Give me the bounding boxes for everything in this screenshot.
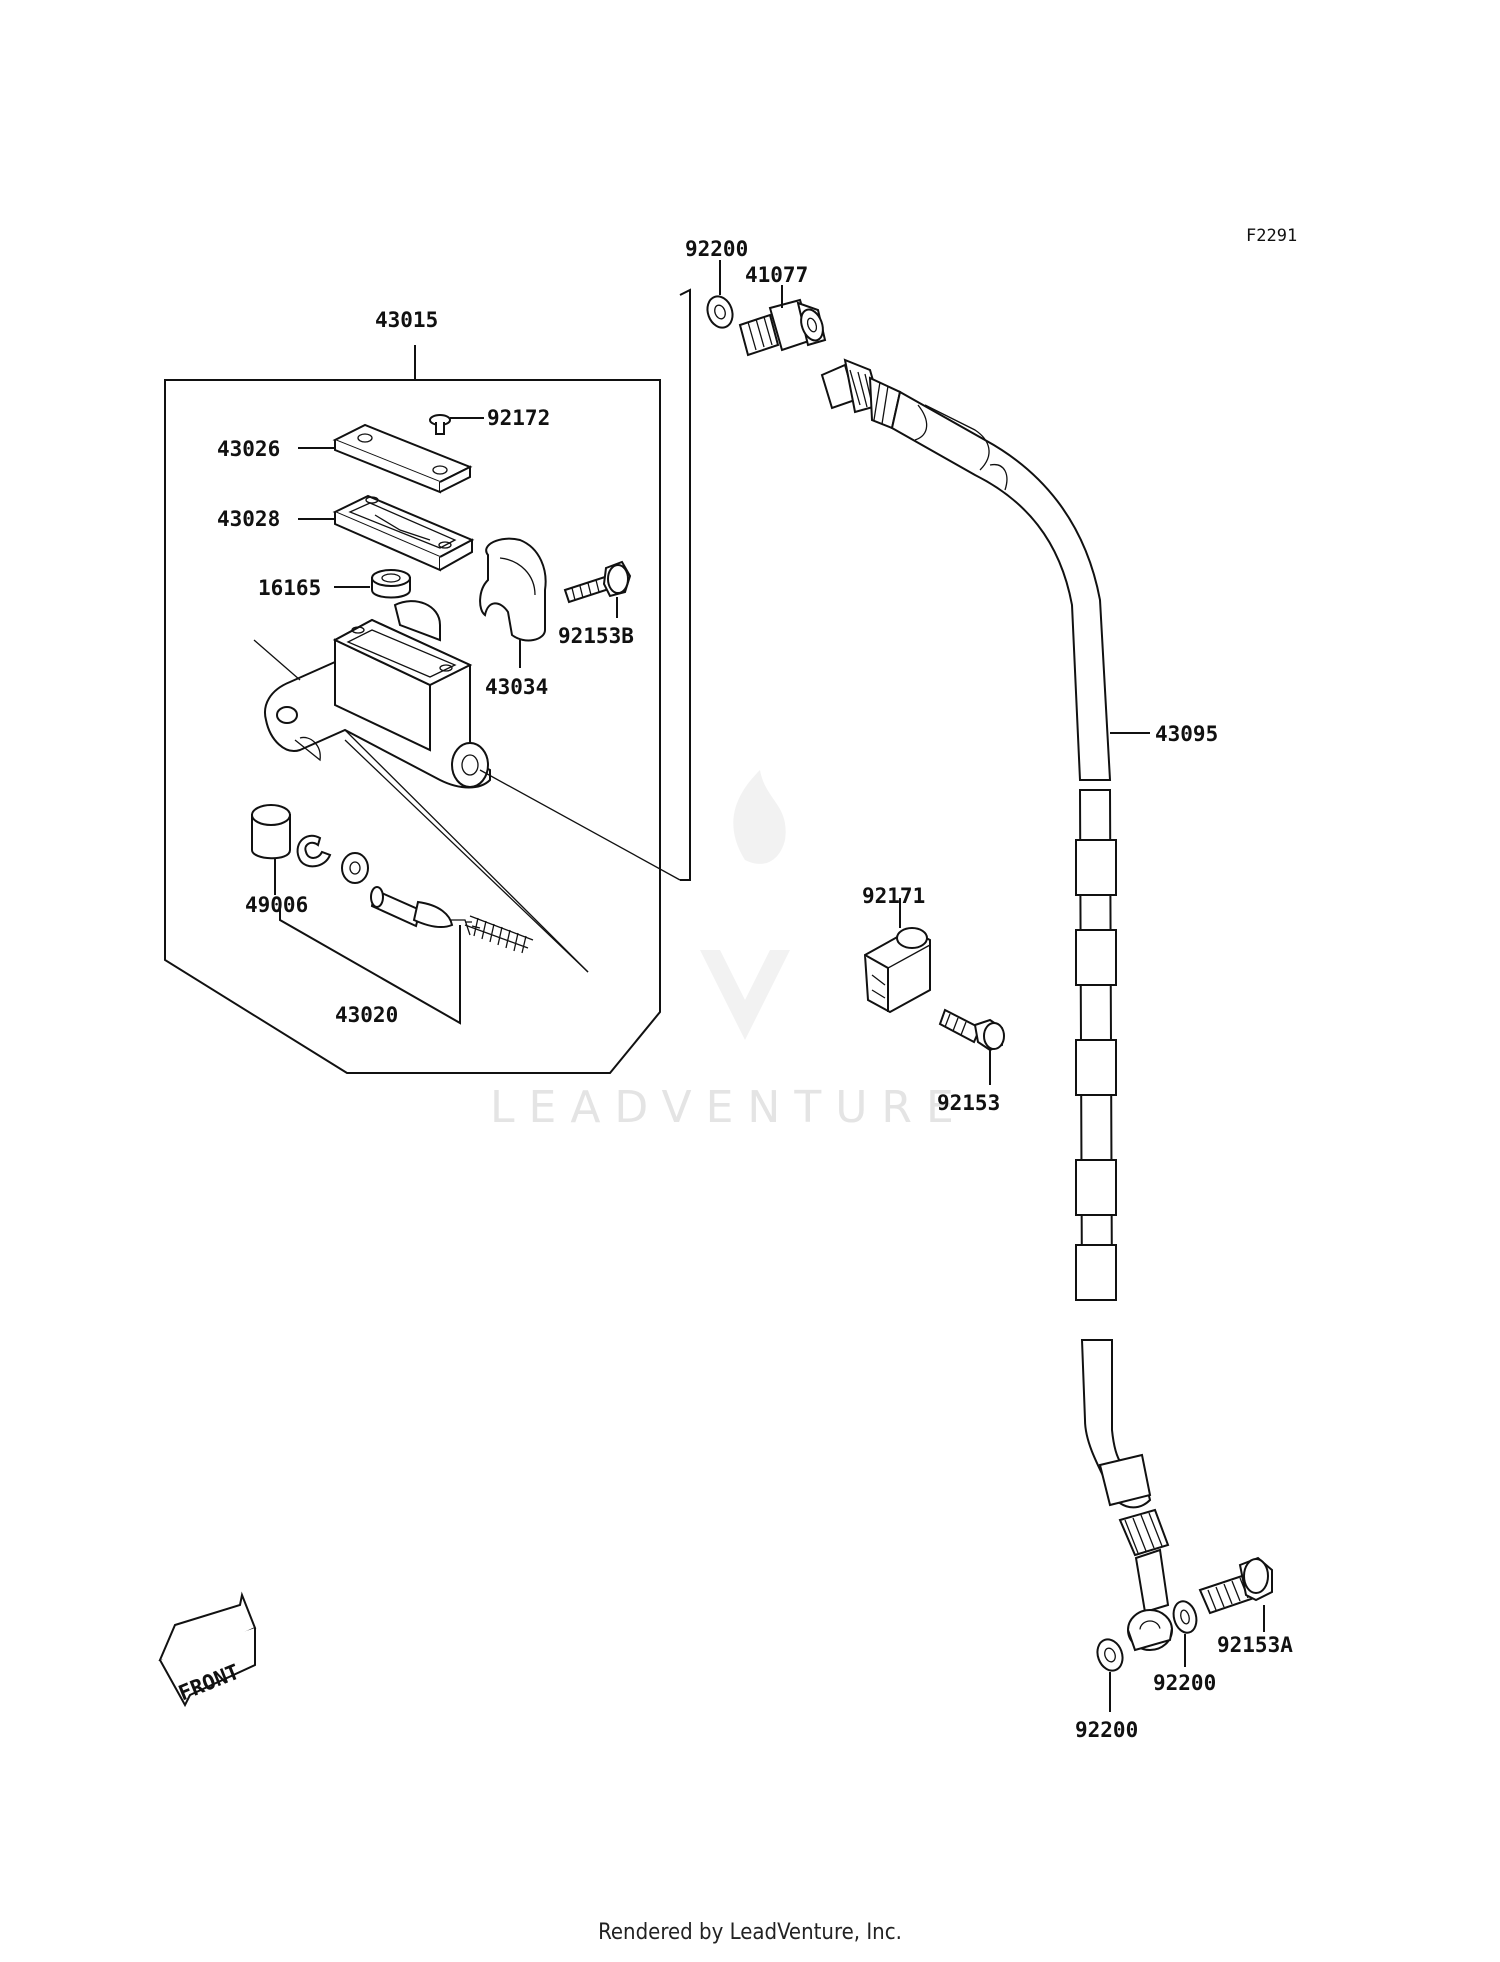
hose-upper-fitting <box>820 358 902 430</box>
label-43026: 43026 <box>217 437 280 461</box>
label-16165: 16165 <box>258 576 321 600</box>
label-92153a: 92153A <box>1217 1633 1293 1657</box>
washer-piston <box>341 852 369 884</box>
screw-92172 <box>429 414 484 435</box>
label-92200-mid: 92200 <box>1153 1671 1216 1695</box>
label-43034: 43034 <box>485 675 548 699</box>
front-arrow: FRONT <box>158 1591 257 1708</box>
bolt-92153 <box>938 1008 1005 1085</box>
diagram-code: F2291 <box>1246 226 1297 246</box>
label-49006: 49006 <box>245 893 308 917</box>
washer-92200-top <box>706 260 734 329</box>
boot-16165 <box>334 569 411 599</box>
label-43028: 43028 <box>217 507 280 531</box>
fitting-41077 <box>738 285 827 357</box>
washer-92200-mid <box>1172 1600 1198 1667</box>
label-92153: 92153 <box>937 1091 1000 1115</box>
hose-43095 <box>890 390 1152 1509</box>
cap-43026 <box>298 423 473 494</box>
bolt-92153b <box>563 560 632 618</box>
banjo-fitting <box>1118 1508 1173 1652</box>
watermark-logo <box>700 770 790 1040</box>
piston-spring <box>370 886 534 954</box>
master-cylinder-body <box>264 600 491 789</box>
label-92172: 92172 <box>487 406 550 430</box>
label-43015: 43015 <box>375 308 438 332</box>
label-43095: 43095 <box>1155 722 1218 746</box>
clamp-92171 <box>863 898 931 1014</box>
label-92200-top: 92200 <box>685 237 748 261</box>
circlip <box>296 834 332 868</box>
watermark-text: LEADVENTURE <box>490 1082 968 1133</box>
holder-43034 <box>479 537 547 668</box>
label-92171: 92171 <box>862 884 925 908</box>
cup-49006 <box>251 804 291 895</box>
label-92153b: 92153B <box>558 624 634 648</box>
bolt-92153a <box>1198 1556 1273 1632</box>
label-43020: 43020 <box>335 1003 398 1027</box>
bracket-43020 <box>279 905 461 1025</box>
footer-credit: Rendered by LeadVenture, Inc. <box>598 1920 902 1945</box>
diaphragm-43028 <box>298 494 475 572</box>
assembly-box <box>164 379 661 1074</box>
label-92200-bottom: 92200 <box>1075 1718 1138 1742</box>
label-41077: 41077 <box>745 263 808 287</box>
washer-92200-bottom <box>1096 1638 1124 1712</box>
